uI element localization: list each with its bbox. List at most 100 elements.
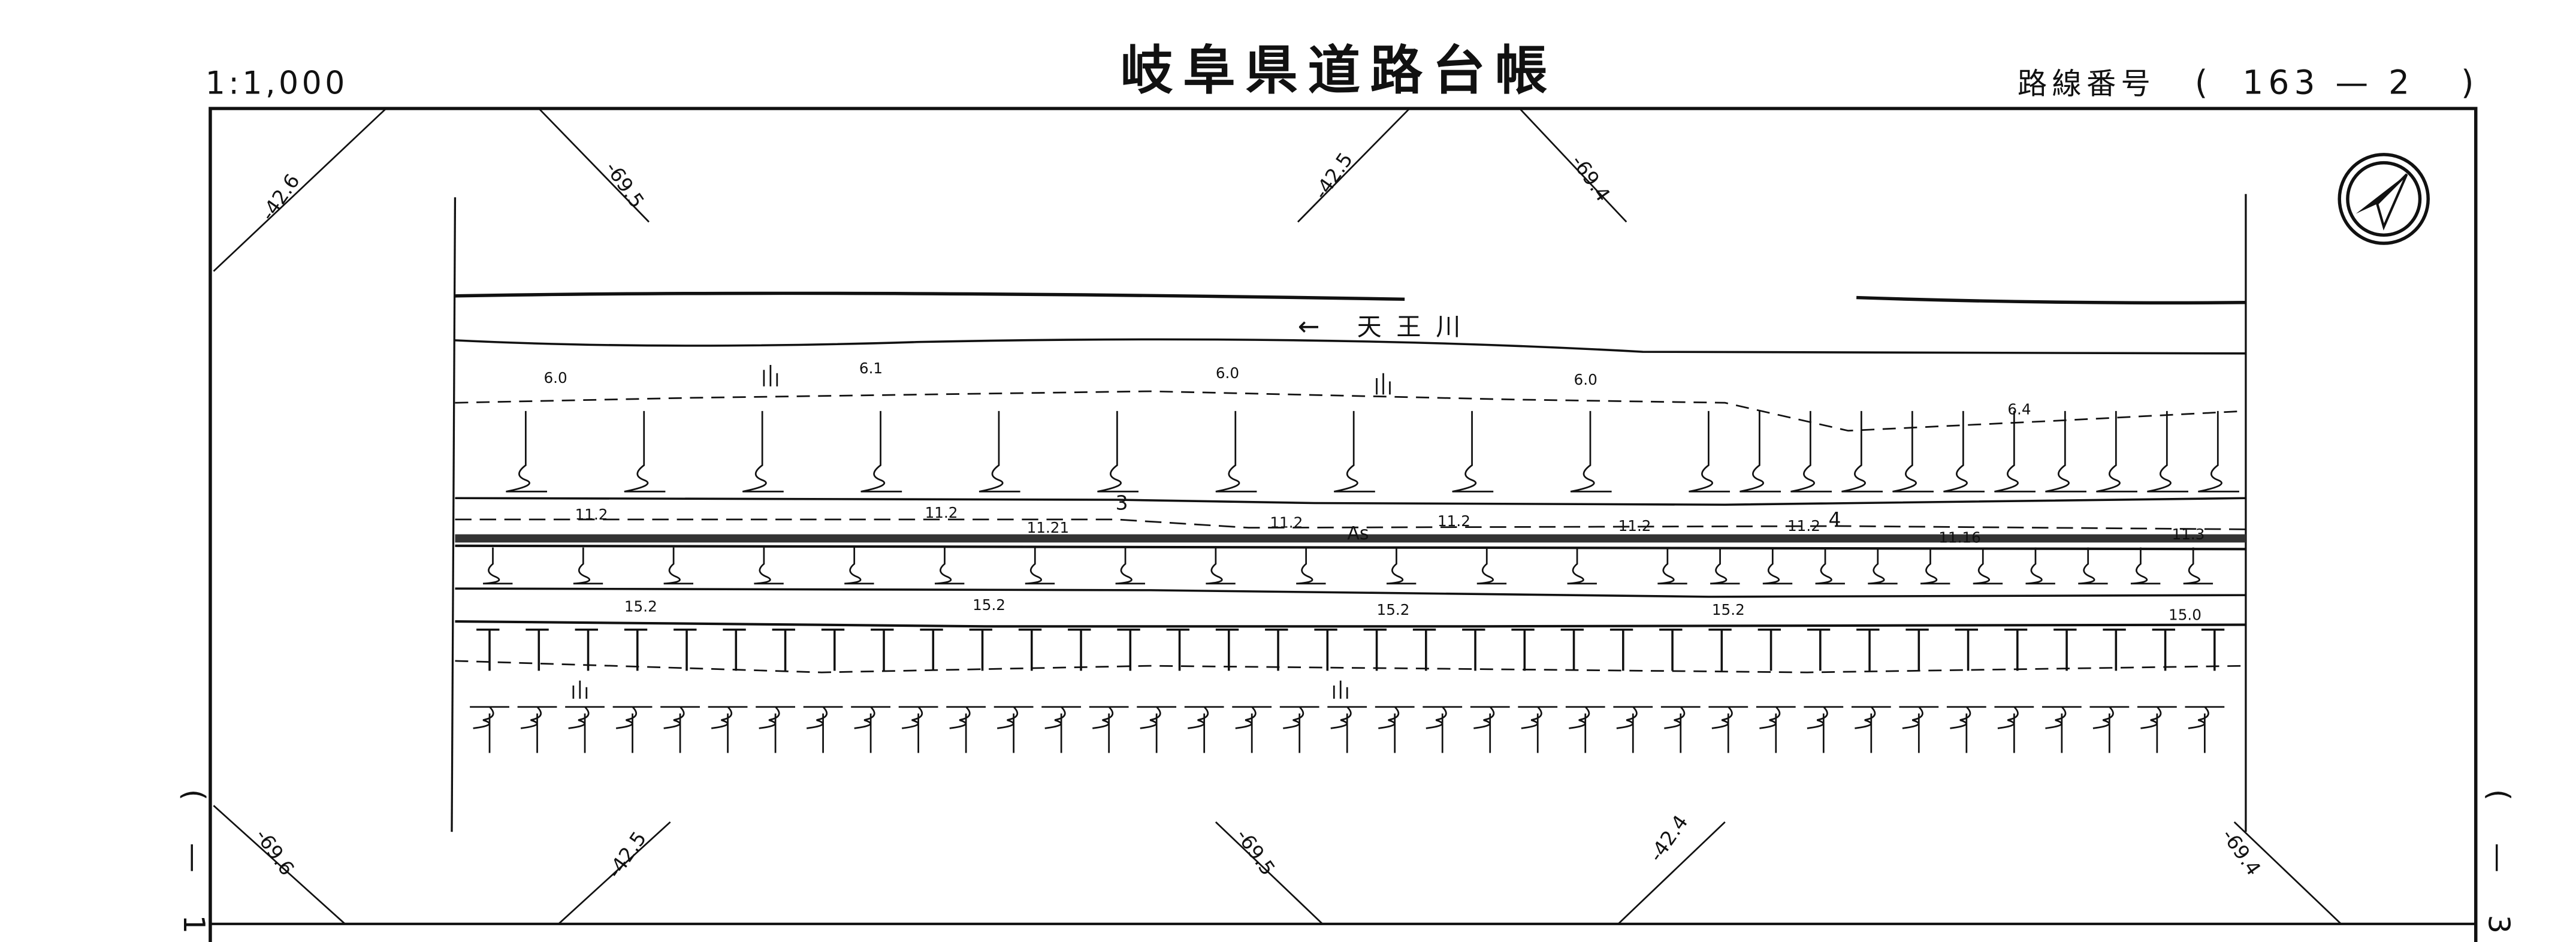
slope-hachure bbox=[979, 410, 1020, 493]
slope-hachure bbox=[1470, 706, 1510, 753]
coord-label: -42.5 bbox=[602, 827, 651, 882]
slope-hachure bbox=[1215, 628, 1239, 671]
road-centerline bbox=[455, 518, 2246, 530]
elevation-label: 15.2 bbox=[1377, 601, 1410, 618]
slope-hachure bbox=[1511, 628, 1535, 671]
slope-hachure bbox=[2078, 547, 2108, 585]
coord-label: -69.5 bbox=[600, 157, 649, 212]
sheet-link-left[interactable]: ( — 1 bbox=[177, 789, 212, 942]
slope-hachure bbox=[2198, 410, 2239, 493]
slope-hachure bbox=[723, 628, 746, 671]
slope-hachure bbox=[1363, 628, 1387, 671]
route-number: 路線番号 ( 163 — 2 ) bbox=[2018, 63, 2474, 101]
slope-hachure bbox=[2042, 706, 2082, 753]
slope-hachure bbox=[1166, 628, 1189, 671]
slope-hachure bbox=[871, 628, 894, 671]
slope-hachure bbox=[1025, 547, 1055, 585]
slope-hachure bbox=[821, 628, 845, 671]
slope-hachure bbox=[1452, 410, 1494, 493]
river-label: ← 天王川 bbox=[1298, 312, 1475, 342]
slope-hachure bbox=[860, 410, 902, 493]
page-title: 岐阜県道路台帳 bbox=[1121, 40, 1557, 101]
slope-hachure bbox=[1899, 706, 1939, 753]
slope-hachure bbox=[1567, 547, 1597, 585]
slope-hachure bbox=[1386, 547, 1417, 585]
slope-hachure bbox=[1375, 706, 1415, 753]
slope-hachure bbox=[1689, 410, 1731, 493]
slope-hachure bbox=[2152, 628, 2176, 671]
elevation-label: 11.2 bbox=[575, 506, 608, 523]
slope-hachure bbox=[2103, 628, 2126, 671]
elevation-label: 11.16 bbox=[1938, 529, 1981, 546]
slope-hachure bbox=[1710, 547, 1740, 585]
elevation-label: 15.2 bbox=[973, 596, 1005, 614]
svg-text:路線番号: 路線番号 bbox=[2018, 66, 2155, 101]
coordinate-labels: -42.6 -69.5 -42.5 -69.4 -69.6 -42.5 -69.… bbox=[250, 148, 2266, 882]
slope-hachure bbox=[1296, 547, 1326, 585]
slope-hachure bbox=[1232, 706, 1272, 753]
sheet-link-right[interactable]: ( — 3 bbox=[2482, 789, 2517, 942]
slope-hachure bbox=[2096, 410, 2137, 493]
slope-hachure bbox=[1757, 628, 1781, 671]
grid-corner-lines bbox=[213, 108, 2342, 925]
elevation-label: 6.0 bbox=[1574, 371, 1597, 388]
slope-hachure bbox=[844, 547, 874, 585]
slope-hachure bbox=[1206, 547, 1236, 585]
slope-hachure bbox=[1476, 547, 1507, 585]
scale-label: 1:1,000 bbox=[206, 65, 348, 101]
pavement-hatch bbox=[455, 534, 2246, 543]
coord-label: -42.4 bbox=[1644, 811, 1693, 866]
slope-hachure bbox=[624, 410, 666, 493]
slope-hachure bbox=[1314, 628, 1337, 671]
slope-hachure bbox=[624, 628, 648, 671]
svg-text:): ) bbox=[2461, 63, 2474, 101]
elevation-label: 11.3 bbox=[2172, 526, 2205, 543]
slope-hachure bbox=[742, 410, 784, 493]
slope-hachure bbox=[1807, 628, 1831, 671]
slope-hachure bbox=[1892, 410, 1934, 493]
slope-hachure bbox=[1137, 706, 1177, 753]
slope-hachure bbox=[526, 628, 549, 671]
slope-bottom-line bbox=[455, 587, 2246, 598]
slope-hachure bbox=[573, 547, 603, 585]
slope-hachure bbox=[1462, 628, 1485, 671]
slope-hachure bbox=[1815, 547, 1845, 585]
slope-hachure bbox=[1659, 628, 1683, 671]
coord-label: -69.5 bbox=[1231, 825, 1280, 880]
slope-hachure bbox=[2147, 410, 2188, 493]
coord-label: -42.6 bbox=[256, 170, 304, 225]
slope-hachure bbox=[1856, 628, 1880, 671]
svg-text:163 — 2: 163 — 2 bbox=[2242, 63, 2414, 101]
coord-label: -42.5 bbox=[1309, 148, 1357, 203]
slope-hachure bbox=[2053, 628, 2077, 671]
station-label: 4 bbox=[1829, 508, 1841, 531]
coord-label: -69.4 bbox=[2217, 825, 2266, 880]
slope-hachure bbox=[1994, 706, 2034, 753]
slope-hachure bbox=[1613, 706, 1653, 753]
svg-text:←: ← bbox=[1298, 312, 1320, 342]
elevation-label: 6.0 bbox=[1216, 364, 1239, 382]
slope-hachure bbox=[1333, 410, 1375, 493]
elevation-label: 11.2 bbox=[1438, 512, 1470, 530]
slope-hachure bbox=[1560, 628, 1584, 671]
river-bank-south bbox=[455, 338, 2246, 355]
north-arrow-icon bbox=[2338, 153, 2430, 245]
elevation-label: 11.2 bbox=[1618, 517, 1651, 535]
slope-hachure bbox=[506, 410, 547, 493]
slope-hachure bbox=[754, 547, 784, 585]
slope-hachure bbox=[1708, 628, 1732, 671]
slope-hachure bbox=[517, 706, 557, 753]
slope-hachure bbox=[1327, 706, 1367, 753]
slope-hachure bbox=[1851, 706, 1891, 753]
svg-text:天王川: 天王川 bbox=[1357, 313, 1475, 342]
slope-hachure bbox=[1423, 706, 1463, 753]
slope-hachure bbox=[1756, 706, 1796, 753]
slope-hachure bbox=[2004, 628, 2028, 671]
slope-hachures bbox=[470, 410, 2239, 753]
slope-hachure bbox=[1973, 547, 2003, 585]
slope-hachure bbox=[1804, 706, 1844, 753]
slope-hachure bbox=[1762, 547, 1793, 585]
map-limit-left bbox=[451, 197, 457, 832]
slope-hachure bbox=[898, 706, 938, 753]
